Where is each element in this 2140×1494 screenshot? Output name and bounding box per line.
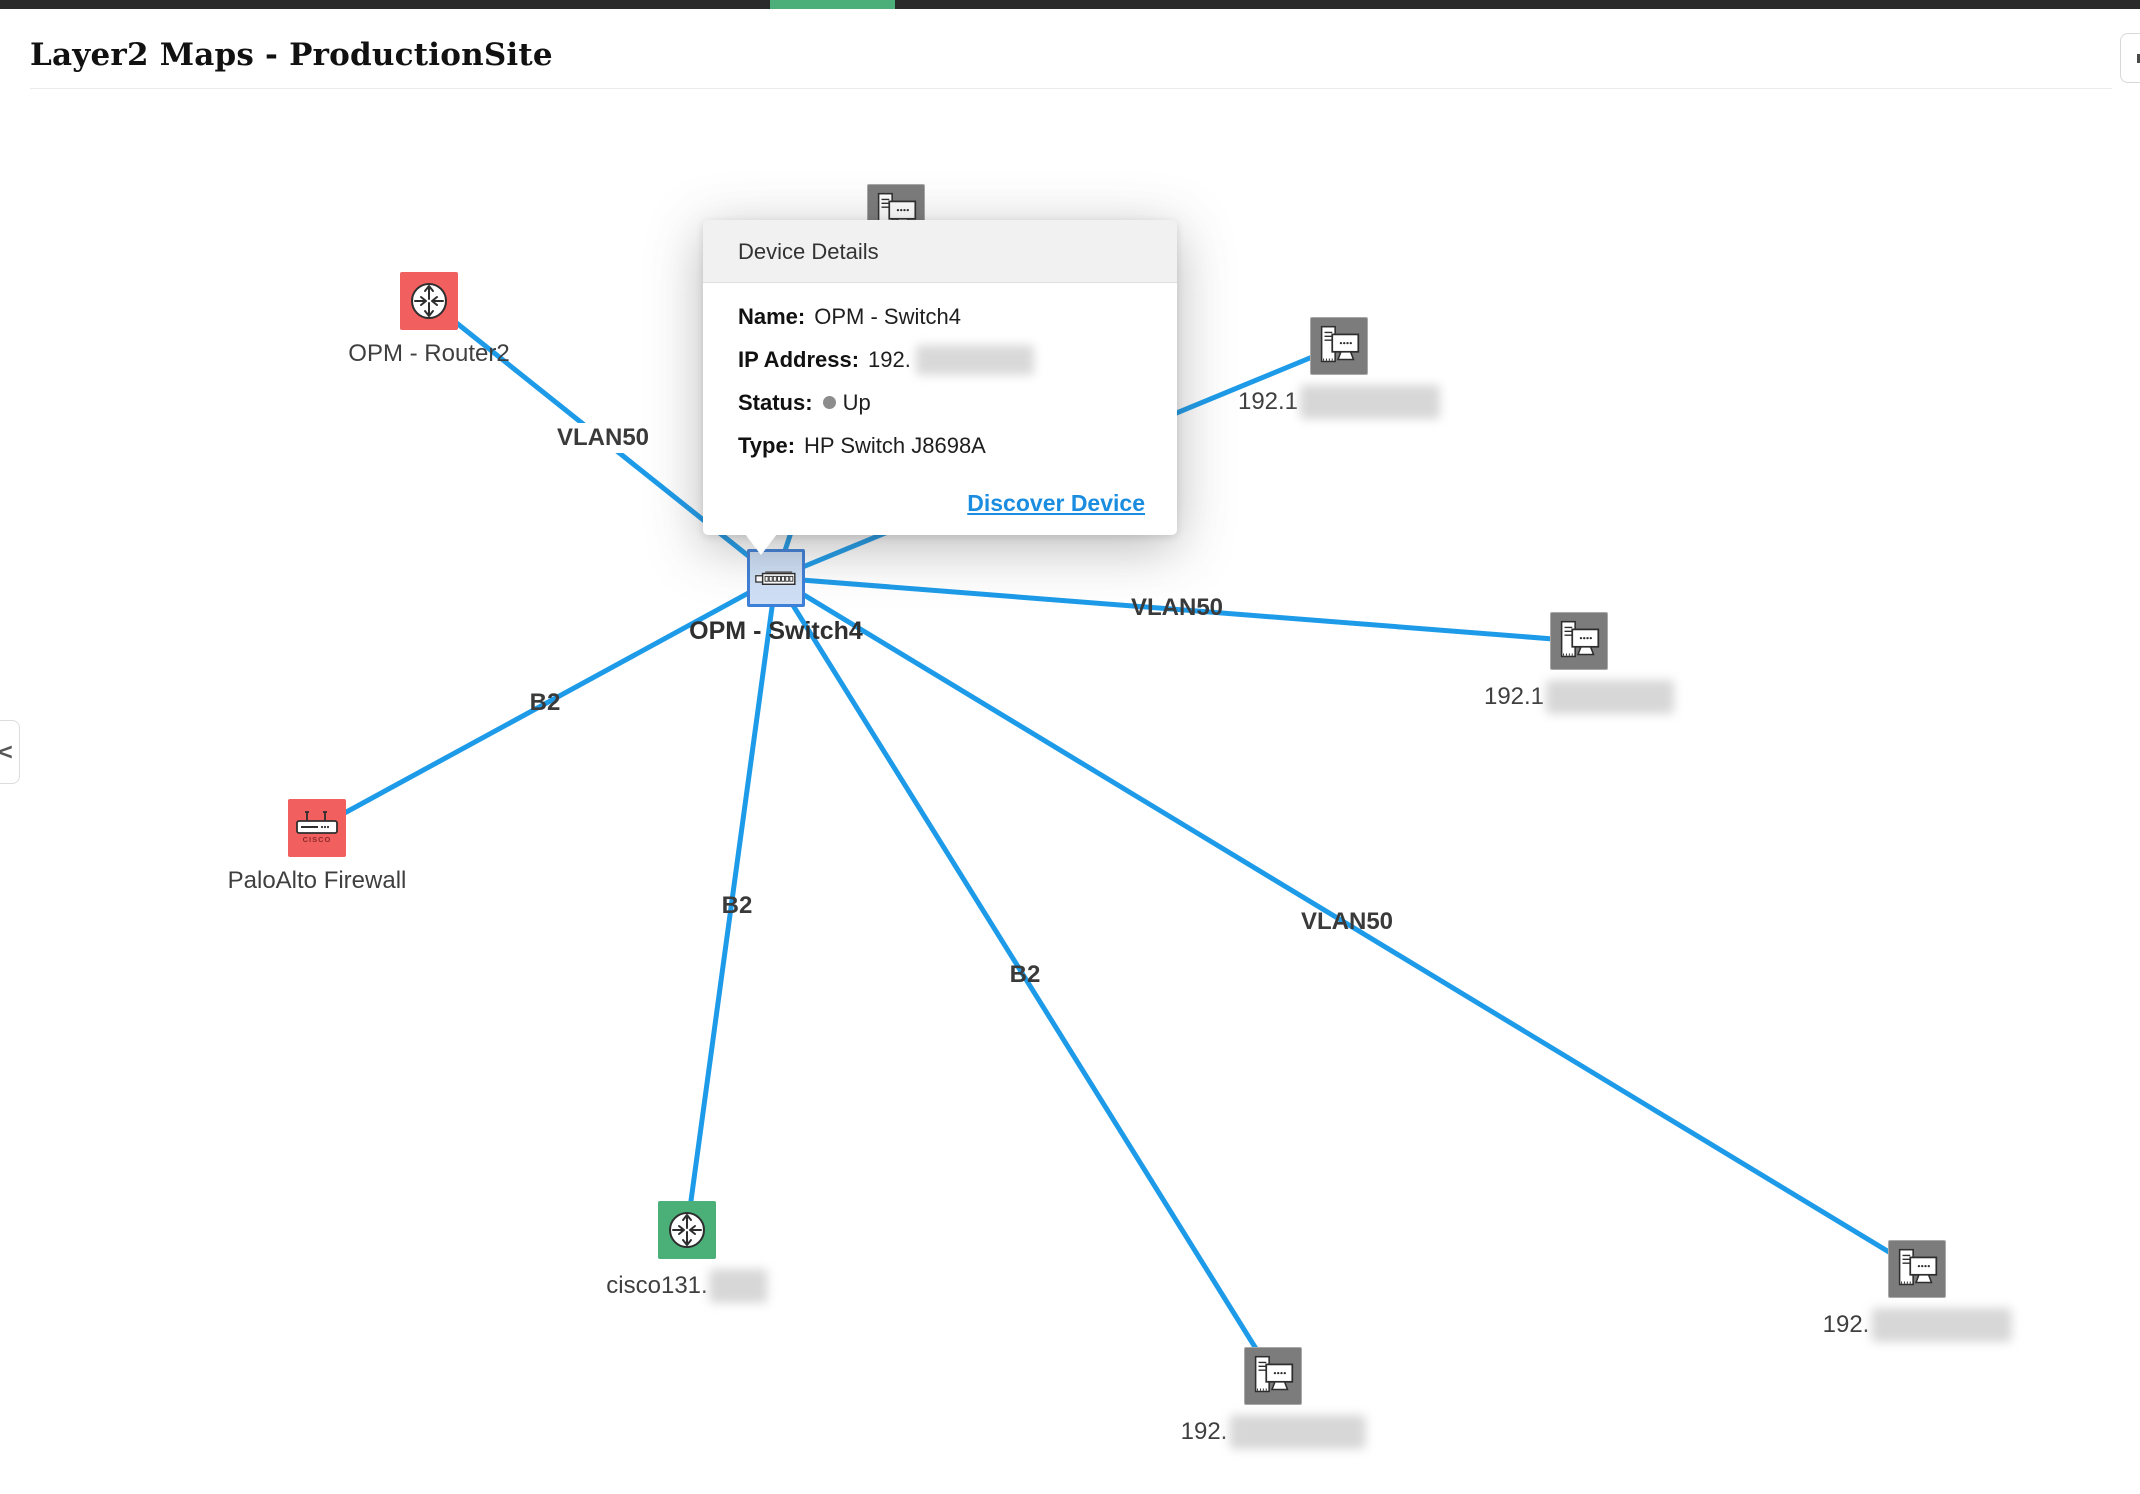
device-field: Status:Up xyxy=(738,389,871,415)
node-pc-midright[interactable]: 192.1 xyxy=(1484,612,1675,714)
device-details-popup: Device Details Name:OPM - Switch4 IP Addr… xyxy=(703,220,1177,555)
edge-label: VLAN50 xyxy=(1300,908,1394,935)
edge-label: B2 xyxy=(721,892,753,919)
status-dot-icon xyxy=(822,396,836,409)
link-switch4-paloalto-firewall[interactable] xyxy=(314,575,779,831)
node-switch4[interactable]: OPM - Switch4 xyxy=(689,549,863,645)
node-label-cisco131: cisco131. xyxy=(606,1269,768,1303)
collapse-panel-button[interactable]: < xyxy=(0,720,20,784)
router-icon xyxy=(658,1201,716,1259)
node-pc-bottommid[interactable]: 192. xyxy=(1181,1347,1366,1449)
page-title: Layer2 Maps - ProductionSite xyxy=(30,37,553,73)
svg-text:CISCO: CISCO xyxy=(303,835,332,844)
top-progress-accent xyxy=(770,0,895,9)
node-label-switch4: OPM - Switch4 xyxy=(689,617,863,645)
node-label-pc-bottomright: 192. xyxy=(1823,1308,2012,1342)
redacted-text xyxy=(1546,680,1675,714)
popup-tail xyxy=(745,534,777,555)
router-icon xyxy=(400,272,458,330)
header-divider xyxy=(30,88,2112,89)
node-pc-bottomright[interactable]: 192. xyxy=(1823,1240,2012,1342)
discover-device-link[interactable]: Discover Device xyxy=(967,490,1145,516)
popup-body: Name:OPM - Switch4 IP Address:192. Status:… xyxy=(703,283,1177,467)
redacted-text xyxy=(1300,385,1441,419)
redacted-text xyxy=(709,1269,768,1303)
pc-icon xyxy=(1244,1347,1302,1405)
edge-label: VLAN50 xyxy=(1130,594,1224,621)
firewall-icon: CISCO xyxy=(288,799,346,857)
link-switch4-pc-midright[interactable] xyxy=(773,575,1582,644)
edge-label: B2 xyxy=(1009,961,1041,988)
edge-label: B2 xyxy=(529,689,561,716)
top-progress-bar xyxy=(0,0,2140,9)
chevron-left-icon: < xyxy=(0,739,14,765)
pc-icon xyxy=(1310,317,1368,375)
pc-icon xyxy=(1888,1240,1946,1298)
page-header: Layer2 Maps - ProductionSite xyxy=(0,9,2140,89)
node-router2[interactable]: OPM - Router2 xyxy=(348,272,510,367)
menu-icon xyxy=(2137,54,2140,63)
redacted-text xyxy=(1871,1308,2012,1342)
switch-icon xyxy=(747,549,805,607)
node-cisco131[interactable]: cisco131. xyxy=(606,1201,768,1303)
device-field: Type:HP Switch J8698A xyxy=(738,432,986,458)
redacted-text xyxy=(915,344,1034,375)
node-pc-topright[interactable]: 192.1 xyxy=(1238,317,1441,419)
link-switch4-pc-bottommid[interactable] xyxy=(773,575,1276,1379)
pc-icon xyxy=(1550,612,1608,670)
device-field: IP Address:192. xyxy=(703,338,1177,381)
node-label-pc-bottommid: 192. xyxy=(1181,1415,1366,1449)
node-label-pc-midright: 192.1 xyxy=(1484,680,1675,714)
redacted-text xyxy=(1229,1415,1366,1449)
link-switch4-pc-bottomright[interactable] xyxy=(773,575,1920,1272)
node-label-pc-topright: 192.1 xyxy=(1238,385,1441,419)
popup-title: Device Details xyxy=(703,220,1177,283)
node-label-paloalto-firewall: PaloAlto Firewall xyxy=(227,867,407,894)
link-switch4-cisco131[interactable] xyxy=(684,575,779,1233)
node-label-router2: OPM - Router2 xyxy=(348,340,510,367)
map-options-button[interactable] xyxy=(2120,33,2140,83)
node-paloalto-firewall[interactable]: CISCO PaloAlto Firewall xyxy=(228,799,406,894)
edge-label: VLAN50 xyxy=(551,423,655,453)
device-field: Name:OPM - Switch4 xyxy=(738,303,961,329)
